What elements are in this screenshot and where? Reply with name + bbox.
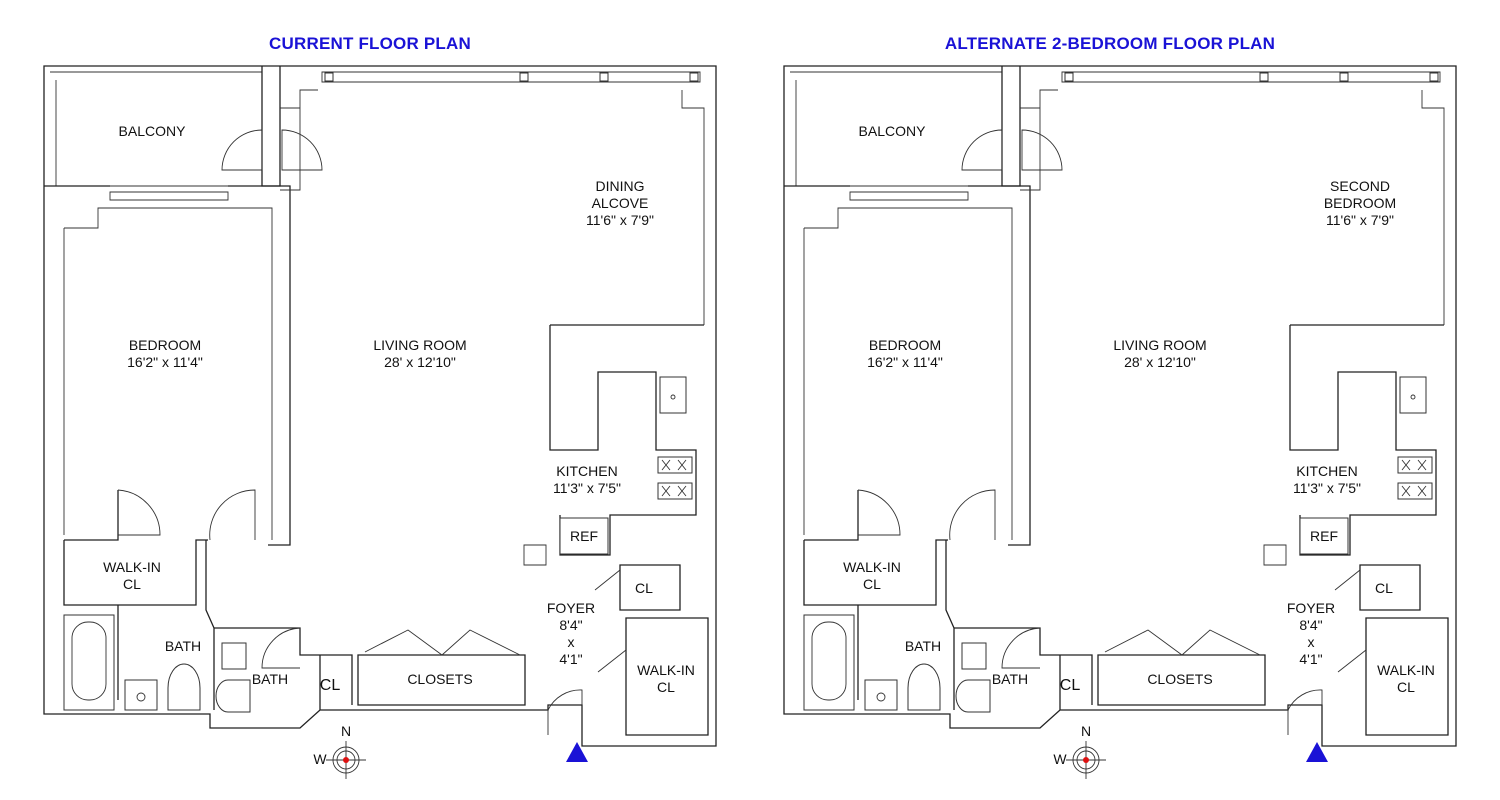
refrigerator bbox=[559, 517, 609, 555]
bathtub bbox=[803, 614, 855, 711]
toilet bbox=[167, 663, 201, 711]
kitchen-walls bbox=[1289, 324, 1444, 556]
bedroom-dim: 16'2" x 11'4" bbox=[867, 354, 943, 370]
plan-title-alternate: ALTERNATE 2-BEDROOM FLOOR PLAN bbox=[944, 34, 1276, 53]
entry-door-swing bbox=[547, 689, 583, 735]
plan-title-current: CURRENT FLOOR PLAN bbox=[269, 34, 471, 53]
compass-icon bbox=[326, 741, 366, 779]
balcony-label: BALCONY bbox=[119, 123, 187, 139]
upper-right-line1: SECOND bbox=[1330, 178, 1390, 194]
top-windows bbox=[321, 71, 701, 83]
living-room-label: LIVING ROOM bbox=[373, 337, 466, 353]
refrigerator bbox=[1299, 517, 1349, 555]
toilet bbox=[907, 663, 941, 711]
bedroom-label: BEDROOM bbox=[129, 337, 201, 353]
bath-sink bbox=[124, 679, 158, 711]
walkin-right-line1: WALK-IN bbox=[1377, 662, 1435, 678]
bedroom-window bbox=[109, 191, 229, 201]
cl-small-label: CL bbox=[1060, 677, 1081, 694]
walkin-right-line2: CL bbox=[657, 679, 675, 695]
compass-n-label: N bbox=[1081, 723, 1091, 739]
walkin-left-line1: WALK-IN bbox=[843, 559, 901, 575]
walkin-right-line2: CL bbox=[1397, 679, 1415, 695]
foyer-dim-2: 4'1" bbox=[1299, 651, 1322, 667]
walkin-right-box bbox=[1365, 617, 1449, 736]
small-bath-sink bbox=[961, 642, 987, 670]
entry-marker-icon bbox=[1306, 742, 1328, 762]
upper-right-line1: DINING bbox=[596, 178, 645, 194]
closets-box bbox=[1097, 654, 1266, 706]
compass-icon bbox=[1066, 741, 1106, 779]
entry-door-swing bbox=[1287, 689, 1323, 735]
stove-icon bbox=[1397, 456, 1433, 474]
closets-label: CLOSETS bbox=[1147, 671, 1212, 687]
living-room-dim: 28' x 12'10" bbox=[1124, 354, 1196, 370]
plan-current: N W BALCONY BEDROOM 16'2" x 11'4" LIVING… bbox=[43, 65, 717, 779]
closets-label: CLOSETS bbox=[407, 671, 472, 687]
upper-right-dim: 11'6" x 7'9" bbox=[1326, 212, 1394, 228]
foyer-closet-label: CL bbox=[1375, 580, 1393, 596]
bath-main-label: BATH bbox=[165, 638, 201, 654]
kitchen-label: KITCHEN bbox=[1296, 463, 1357, 479]
walkin-left-line2: CL bbox=[123, 576, 141, 592]
balcony-door-swing-left bbox=[221, 129, 263, 171]
upper-right-line2: BEDROOM bbox=[1324, 195, 1396, 211]
top-windows bbox=[1061, 71, 1441, 83]
foyer-closet bbox=[1359, 564, 1421, 611]
living-room-label: LIVING ROOM bbox=[1113, 337, 1206, 353]
walkin-right-line1: WALK-IN bbox=[637, 662, 695, 678]
bedroom-label: BEDROOM bbox=[869, 337, 941, 353]
kitchen-dim: 11'3" x 7'5" bbox=[1293, 480, 1361, 496]
compass-w-label: W bbox=[313, 751, 327, 767]
small-toilet bbox=[215, 679, 251, 713]
small-bath-sink bbox=[221, 642, 247, 670]
plan-alternate: N W BALCONY BEDROOM 16'2" x 11'4" LIVING… bbox=[783, 65, 1457, 779]
walkin-right-box bbox=[625, 617, 709, 736]
small-toilet bbox=[955, 679, 991, 713]
bath-small-label: BATH bbox=[252, 671, 288, 687]
kitchen-walls bbox=[549, 324, 704, 556]
entry-marker-icon bbox=[566, 742, 588, 762]
stove-icon bbox=[657, 456, 693, 474]
walkin-left-line1: WALK-IN bbox=[103, 559, 161, 575]
balcony-door-swing-right bbox=[281, 129, 323, 171]
balcony-door-swing-left bbox=[961, 129, 1003, 171]
foyer-dim-1: 8'4" bbox=[1299, 617, 1322, 633]
balcony-label: BALCONY bbox=[859, 123, 927, 139]
walkin-left-walls bbox=[803, 490, 948, 700]
foyer-label: FOYER bbox=[1287, 600, 1335, 616]
bath-main-label: BATH bbox=[905, 638, 941, 654]
compass-center bbox=[343, 757, 349, 763]
bath-sink bbox=[864, 679, 898, 711]
kitchen-label: KITCHEN bbox=[556, 463, 617, 479]
kitchen-dim: 11'3" x 7'5" bbox=[553, 480, 621, 496]
bath-small-label: BATH bbox=[992, 671, 1028, 687]
upper-right-dim: 11'6" x 7'9" bbox=[586, 212, 654, 228]
compass-n-label: N bbox=[341, 723, 351, 739]
foyer-closet-label: CL bbox=[635, 580, 653, 596]
compass-w-label: W bbox=[1053, 751, 1067, 767]
foyer-dim-2: 4'1" bbox=[559, 651, 582, 667]
living-room-dim: 28' x 12'10" bbox=[384, 354, 456, 370]
ref-label: REF bbox=[570, 528, 598, 544]
compass-center bbox=[1083, 757, 1089, 763]
cl-small-label: CL bbox=[320, 677, 341, 694]
bedroom-window bbox=[849, 191, 969, 201]
walkin-left-walls bbox=[63, 490, 208, 700]
ref-label: REF bbox=[1310, 528, 1338, 544]
bedroom-dim: 16'2" x 11'4" bbox=[127, 354, 203, 370]
foyer-label: FOYER bbox=[547, 600, 595, 616]
foyer-dim-x: x bbox=[568, 634, 575, 650]
bathtub bbox=[63, 614, 115, 711]
foyer-closet bbox=[619, 564, 681, 611]
upper-right-line2: ALCOVE bbox=[592, 195, 649, 211]
walkin-left-line2: CL bbox=[863, 576, 881, 592]
foyer-dim-x: x bbox=[1308, 634, 1315, 650]
balcony-door-swing-right bbox=[1021, 129, 1063, 171]
closets-box bbox=[357, 654, 526, 706]
foyer-dim-1: 8'4" bbox=[559, 617, 582, 633]
